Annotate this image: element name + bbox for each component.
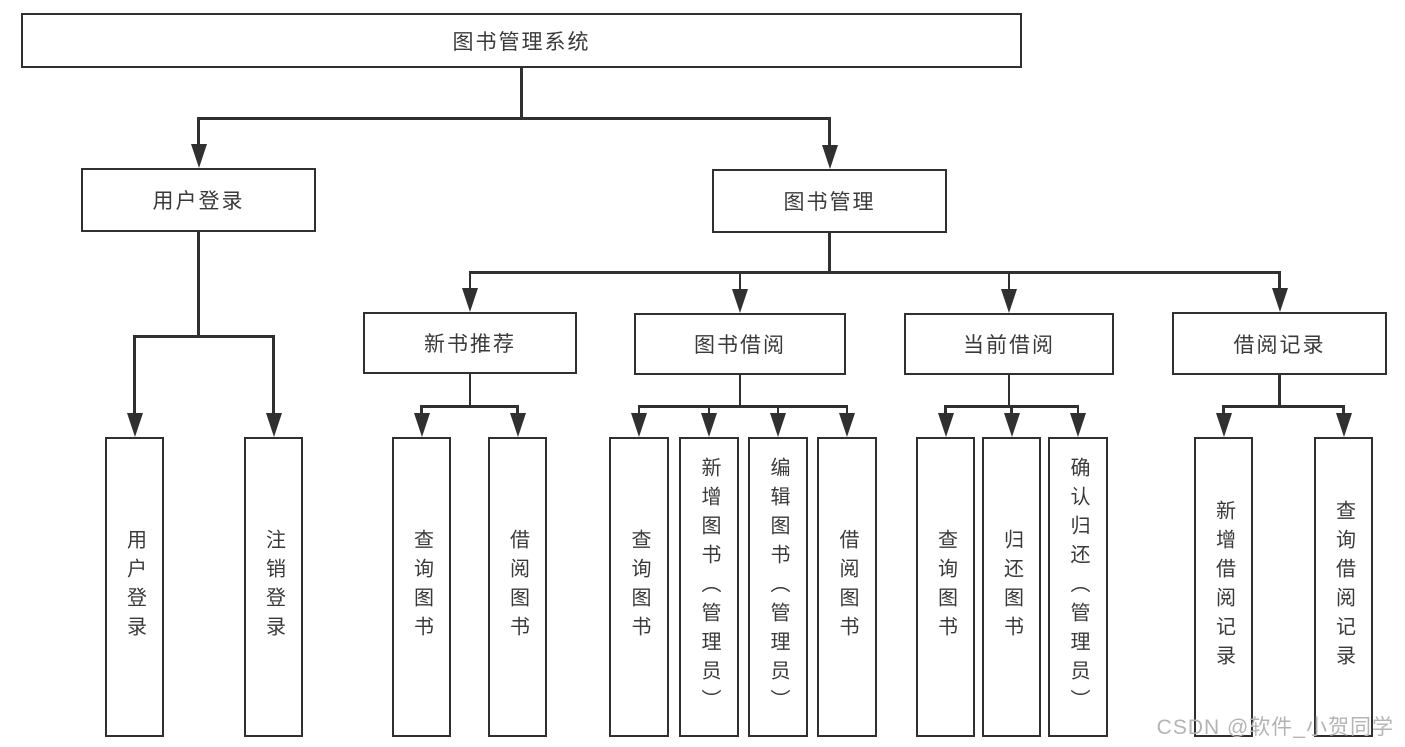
arrow-down-icon [1215,413,1232,437]
connector-line [197,117,831,120]
arrow-down-icon [839,413,855,437]
node-borrow-records: 借阅记录 [1172,312,1387,375]
arrow-down-icon [265,413,282,437]
connector-line [468,271,1281,274]
node-label: 查询图书 [628,529,650,645]
arrow-down-icon [1335,413,1352,437]
node-label: 用户登录 [152,190,245,213]
connector-line [1342,405,1345,415]
connector-line [1076,405,1080,415]
arrow-down-icon [126,413,143,437]
connector-line [944,405,947,415]
node-label: 查询借阅记录 [1332,500,1355,674]
connector-line [637,405,849,408]
node-label: 注销登录 [262,529,285,645]
node-label: 新增图书（管理员） [698,456,720,718]
node-rec-query-books: 查询图书 [392,437,451,737]
connector-line [707,405,711,415]
node-label: 查询图书 [410,529,433,645]
arrow-down-icon [1271,288,1288,312]
node-rec-borrow-books: 借阅图书 [488,437,547,737]
connector-line [776,405,780,415]
arrow-down-icon [937,413,954,437]
arrow-down-icon [821,145,838,169]
connector-line [520,68,523,120]
connector-line [828,233,831,274]
node-label: 图书管理 [783,191,876,214]
arrow-down-icon [462,288,478,312]
arrow-down-icon [1001,289,1017,313]
node-leaf-logout: 注销登录 [244,437,303,737]
node-label: 当前借阅 [963,334,1055,357]
connector-line [1007,271,1011,291]
node-book-borrow: 图书借阅 [634,313,846,375]
node-cb-return-books: 归还图书 [982,437,1041,737]
connector-line [272,335,275,415]
node-bb-query-books: 查询图书 [609,437,669,737]
node-label: 确认归还（管理员） [1067,456,1089,718]
connector-line [468,374,472,408]
watermark-text: CSDN @软件_小贺同学 [1156,716,1394,739]
connector-line [637,405,641,415]
arrow-down-icon [509,413,526,437]
connector-line [738,375,742,408]
node-leaf-user-login: 用户登录 [105,437,164,737]
node-user-login: 用户登录 [81,168,316,232]
arrow-down-icon [1003,413,1020,437]
arrow-down-icon [190,144,207,168]
connector-line [1222,405,1225,415]
node-label: 图书管理系统 [452,30,591,54]
node-system: 图书管理系统 [21,13,1022,68]
node-bb-edit-books: 编辑图书（管理员） [748,437,808,737]
connector-line [1222,405,1345,408]
node-label: 借阅图书 [836,529,858,645]
node-book-mgmt: 图书管理 [712,169,947,233]
node-current-borrow: 当前借阅 [904,313,1114,375]
node-new-book-rec: 新书推荐 [363,312,577,374]
connector-line [845,405,849,415]
node-label: 编辑图书（管理员） [767,456,789,718]
connector-line [133,335,275,338]
connector-line [1010,405,1013,415]
node-label: 借阅记录 [1233,333,1326,357]
connector-line [1278,271,1281,290]
connector-line [468,271,472,290]
node-label: 用户登录 [123,529,146,645]
connector-line [738,271,742,291]
connector-line [828,117,831,147]
arrow-down-icon [701,413,717,437]
node-cb-confirm-return: 确认归还（管理员） [1048,437,1108,737]
node-cb-query-books: 查询图书 [916,437,975,737]
node-label: 新增借阅记录 [1212,500,1235,674]
arrow-down-icon [1070,413,1086,437]
connector-line [197,232,200,338]
connector-line [516,405,519,415]
connector-line [420,405,423,415]
node-label: 查询图书 [934,529,957,645]
arrow-down-icon [631,413,647,437]
connector-line [197,117,200,146]
node-bb-borrow-books: 借阅图书 [817,437,877,737]
arrow-down-icon [770,413,786,437]
node-label: 新书推荐 [424,333,516,356]
node-br-add-record: 新增借阅记录 [1194,437,1253,737]
arrow-down-icon [413,413,430,437]
connector-line [1278,375,1281,408]
connector-line [133,335,136,415]
node-label: 借阅图书 [506,529,529,645]
node-bb-add-books: 新增图书（管理员） [679,437,739,737]
node-label: 归还图书 [1000,529,1023,645]
connector-line [420,405,519,408]
node-label: 图书借阅 [694,334,786,357]
arrow-down-icon [732,289,748,313]
node-br-query-record: 查询借阅记录 [1314,437,1373,737]
connector-line [1007,375,1011,408]
